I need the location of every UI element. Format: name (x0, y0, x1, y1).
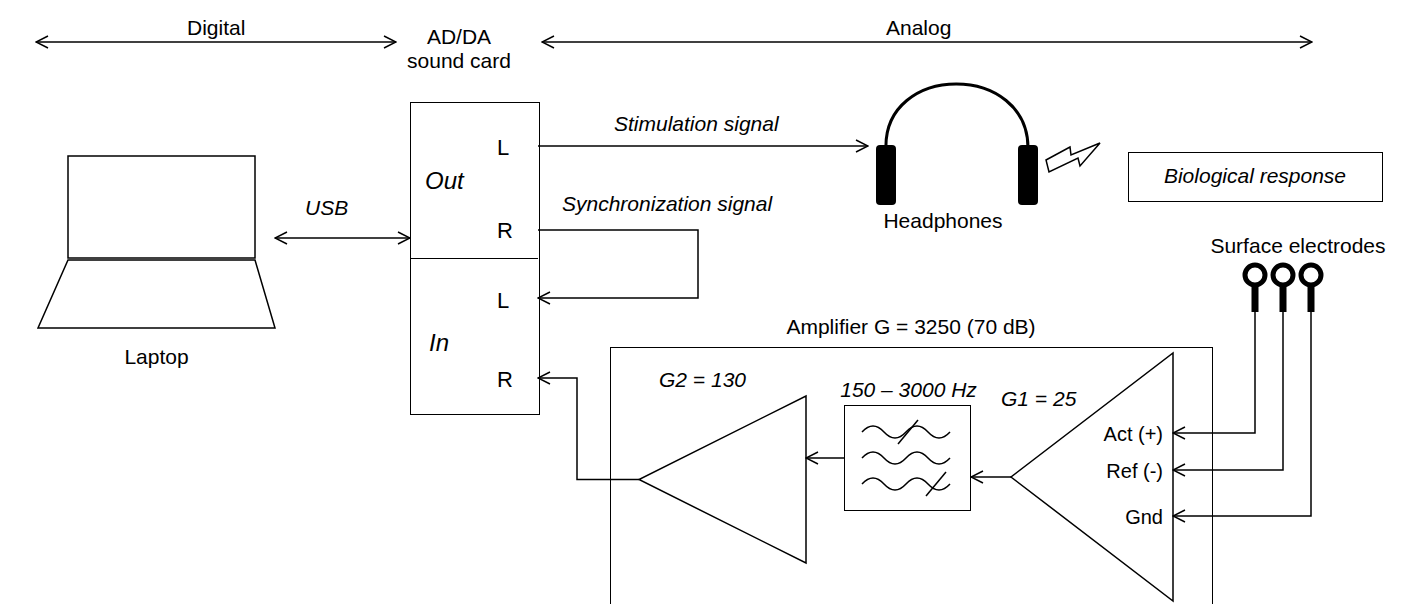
input-section: In L R (411, 259, 538, 413)
signal-connector (538, 378, 639, 480)
node-label: Biological response (1164, 164, 1346, 188)
signal-connector (538, 145, 868, 147)
node-label: Headphones (883, 209, 1002, 233)
laptop-icon (38, 156, 275, 328)
output-section: Out L R (411, 103, 538, 259)
signal-connector (1173, 312, 1255, 433)
laptop-node: Laptop (38, 155, 275, 370)
node-label: Laptop (124, 345, 188, 369)
signal-connector (971, 476, 1011, 478)
node-label: 150 – 3000 Hz (840, 378, 977, 402)
signal-label: Stimulation signal (612, 112, 781, 136)
signal-label: USB (303, 196, 350, 220)
node-label: Surface electrodes (1210, 234, 1385, 258)
node-label: G1 = 25 (1001, 387, 1076, 411)
pin-label: Act (+) (1104, 423, 1163, 446)
node-label: In (429, 329, 449, 357)
headphones-node: Headphones (868, 85, 1040, 235)
pin-label: Ref (-) (1106, 460, 1163, 483)
signal-connector (1173, 312, 1283, 470)
pin-label: R (497, 218, 513, 243)
amplifier-box: G2 = 130 150 – 3000 Hz G1 = 25 Act (+) Ref (… (610, 347, 1213, 604)
gain-triangle: G1 = 25Act (+)Ref (-)Gnd (1011, 353, 1173, 601)
electrodes-node: Surface electrodes (1198, 232, 1398, 312)
node-label: Amplifier G = 3250 (70 dB) (786, 315, 1035, 339)
signal-connector (1173, 312, 1311, 516)
node-label: AD/DA sound card (403, 25, 515, 73)
gain-triangle: G2 = 130 (639, 396, 806, 563)
domain-label: Analog (884, 16, 953, 40)
domain-label: Digital (185, 16, 247, 40)
signal-label: Synchronization signal (560, 192, 774, 216)
amplifier-outline (639, 396, 806, 563)
domain-arrow (36, 41, 396, 42)
pin-label: Gnd (1125, 506, 1163, 529)
pin-label: L (497, 135, 509, 160)
amplifier-triangle (639, 396, 806, 563)
electrode-icons (1245, 265, 1321, 312)
headphones-icon (876, 84, 1038, 205)
domain-arrow (542, 41, 1312, 42)
bandpass-filter: 150 – 3000 Hz (844, 405, 971, 511)
stimulus-bolt (1046, 143, 1100, 172)
node-label: G2 = 130 (659, 368, 746, 392)
sound-card-box: OutLRInLRAD/DA sound card (410, 102, 540, 415)
response-box: Biological response (1128, 152, 1383, 202)
pin-label: R (497, 367, 513, 392)
signal-connector (806, 457, 844, 459)
node-label: Out (425, 167, 464, 195)
pin-label: L (497, 288, 509, 313)
signal-connector (275, 237, 410, 239)
filter-symbol (862, 420, 950, 496)
signal-connector (538, 230, 698, 298)
